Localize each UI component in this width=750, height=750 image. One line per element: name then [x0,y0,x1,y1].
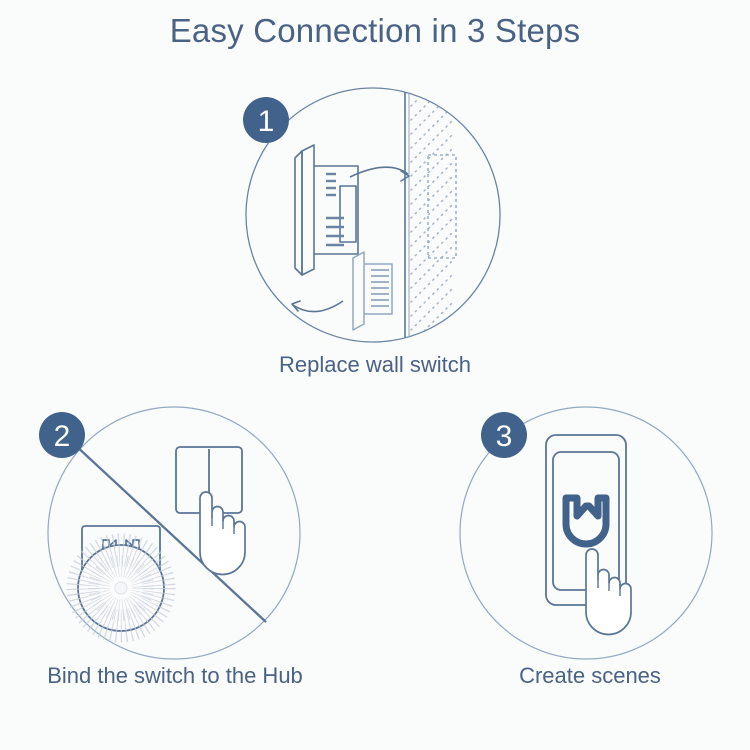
step-3-circle [459,406,713,660]
step-2-badge: 2 [39,412,85,458]
wall-box-dashed-outline [427,154,457,259]
arrow-remove-head [291,300,301,312]
binding-diagonal-line [73,443,267,623]
step-2-circle [47,406,301,660]
step-3-badge-number: 3 [496,420,513,453]
step-1-illustration: 1 [243,87,501,343]
switch-faceplate [294,144,315,276]
hub-device [66,525,176,643]
step-3: 3 [448,400,728,670]
arrow-remove [292,300,344,313]
pressing-hand-phone [585,548,632,636]
replacement-switch-module [352,251,393,331]
step-3-illustration: 3 [459,406,713,660]
page-title: Easy Connection in 3 Steps [169,12,581,49]
step-1-caption: Replace wall switch [279,352,471,377]
hub-speaker-grille [66,533,176,643]
step-2-illustration: 2 [39,406,301,660]
wall-hatching [404,88,455,342]
arrow-install [349,166,409,178]
step-1-badge-number: 1 [258,105,275,138]
smartphone [545,434,627,606]
step-3-caption: Create scenes [519,663,661,688]
step-2-badge-number: 2 [54,420,71,453]
step-2: 2 [36,400,316,670]
pressing-hand-switch [199,491,246,576]
switch-terminal-block [314,165,359,255]
step-1-badge: 1 [243,97,289,143]
step-2-caption: Bind the switch to the Hub [47,663,303,688]
step-1: 1 [240,82,510,352]
step-3-badge: 3 [481,412,527,458]
arrow-install-head [400,170,410,182]
mijia-logo [562,494,610,548]
step-1-circle [245,87,501,343]
